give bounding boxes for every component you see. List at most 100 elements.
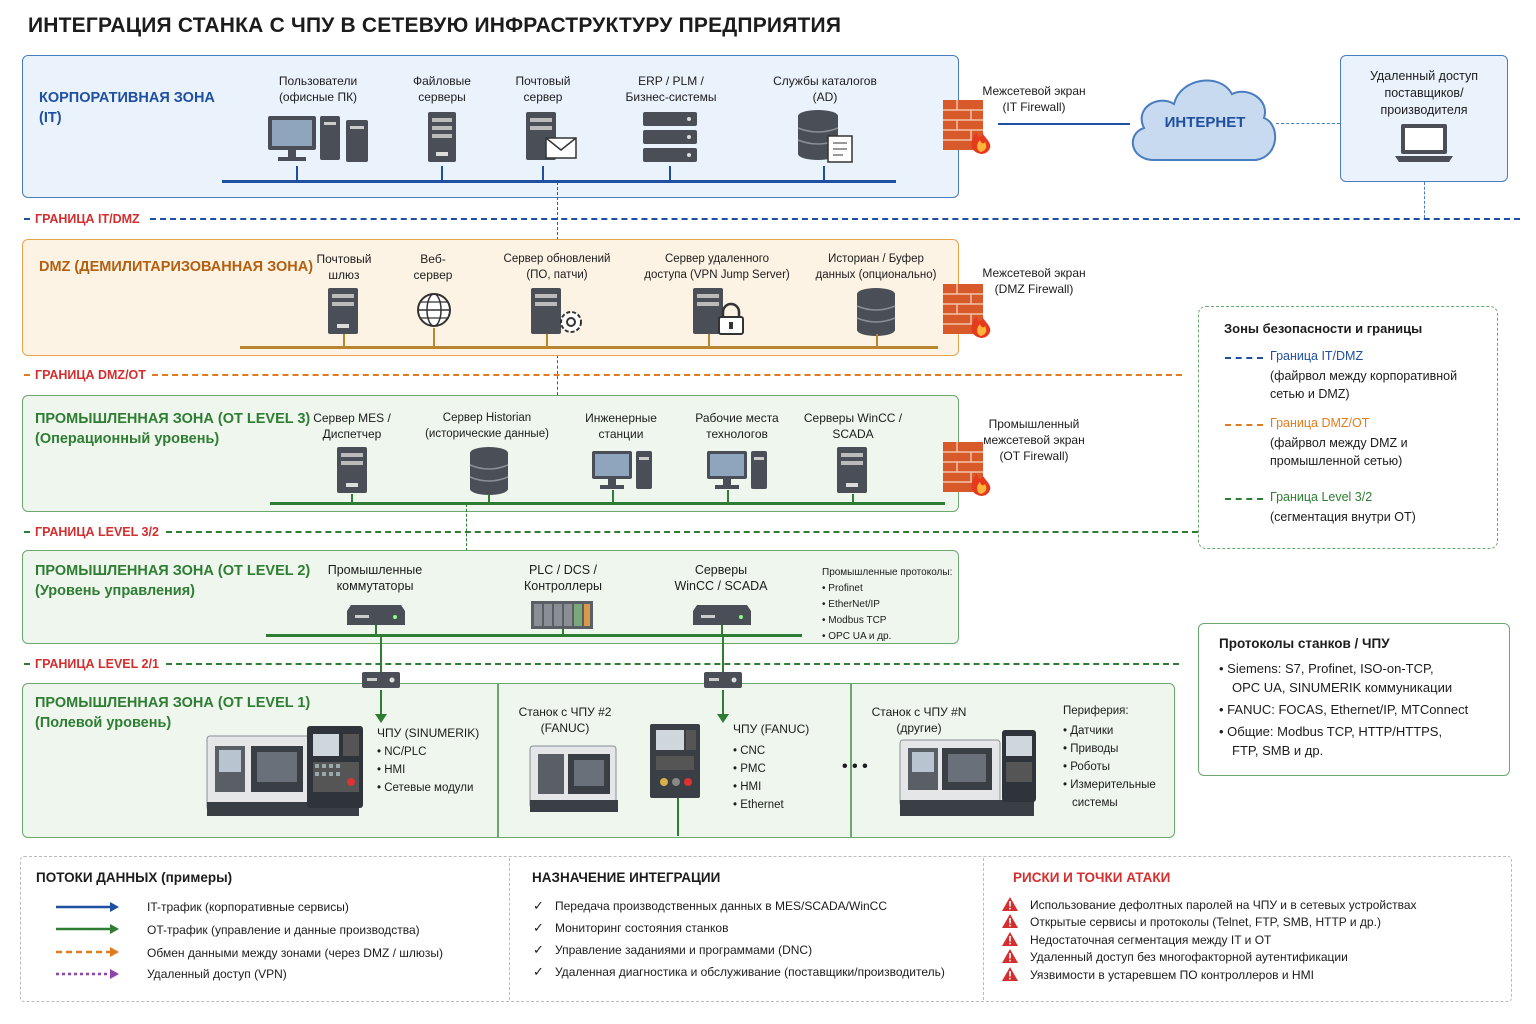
warning-icon: [1002, 949, 1018, 963]
dmz-item-historian-label: Историан / Буфер данных (опционально): [815, 253, 937, 281]
ot-level3-title: ПРОМЫШЛЕННАЯ ЗОНА (OT LEVEL 3) (Операцио…: [35, 411, 311, 447]
technologist-workstation-icon: [707, 451, 767, 489]
l2-protocol-item: OPC UA и др.: [822, 629, 891, 645]
warning-icon: [1002, 932, 1018, 946]
historian-database-icon: [856, 288, 896, 336]
engineering-workstation-icon: [592, 451, 652, 489]
risks-title: РИСКИ И ТОЧКИ АТАКИ: [1013, 870, 1171, 885]
warning-icon: [1002, 914, 1018, 928]
flow-zones-label: Обмен данными между зонами (через DMZ / …: [147, 946, 444, 960]
cnc2-item: CNC: [733, 742, 784, 760]
historian-db-icon: [469, 447, 509, 495]
file-server-icon: [428, 112, 456, 162]
legend-dmz-ot-swatch: [1225, 424, 1263, 426]
ot-level2-zone: [22, 550, 959, 644]
machine2-label: Станок с ЧПУ #2 (FANUC): [518, 705, 612, 735]
l3-item-engineering-label: Инженерные станции: [585, 411, 657, 441]
warning-icon: [1002, 897, 1018, 911]
dmz-zone: [22, 239, 959, 356]
boundary-l32-label: ГРАНИЦА LEVEL 3/2: [35, 525, 159, 539]
bottom-divider: [983, 858, 984, 1000]
legend-it-dmz-desc: (файрвол между корпоративной сетью и DMZ…: [1270, 369, 1458, 401]
corp-item-users-label: Пользователи (офисные ПК): [278, 74, 358, 104]
dmz-drop: [433, 328, 435, 347]
cnc2-list: CNC PMC HMI Ethernet: [733, 742, 784, 814]
web-globe-icon: [417, 293, 451, 327]
legend-it-dmz-head: Граница IT/DMZ: [1270, 349, 1364, 363]
update-server-gear-icon: [531, 288, 582, 334]
vpn-server-lock-icon: [693, 288, 744, 335]
laptop-icon: [1395, 124, 1453, 162]
data-flows-title: ПОТОКИ ДАННЫХ (примеры): [36, 870, 233, 885]
legend-title: Зоны безопасности и границы: [1224, 321, 1423, 336]
it-firewall-label: Межсетевой экран (IT Firewall): [982, 84, 1086, 114]
purpose-check-icon: ✓: [533, 942, 544, 957]
boundary-it-dmz-label: ГРАНИЦА IT/DMZ: [35, 212, 140, 226]
cnc2-title: ЧПУ (FANUC): [733, 722, 810, 736]
boundary-l21-line: [166, 663, 1179, 665]
purpose-check-icon: ✓: [533, 898, 544, 913]
periphery-title: Периферия:: [1063, 705, 1129, 717]
l2-l1-link: [722, 635, 724, 675]
boundary-it-dmz-line: [150, 218, 1520, 220]
corp-item-files-label: Файловые серверы: [413, 74, 471, 104]
purpose-title: НАЗНАЧЕНИЕ ИНТЕГРАЦИИ: [532, 870, 721, 885]
boundary-l21-line: [24, 663, 30, 665]
arrow-down-icon: [717, 690, 729, 723]
bottom-info-panel: [20, 856, 1512, 1002]
l2-protocol-item: Modbus TCP: [822, 613, 891, 629]
dmz-item-update-label: Сервер обновлений (ПО, патчи): [503, 253, 611, 281]
dmz-firewall-icon: [943, 284, 991, 338]
cnc2-item: HMI: [733, 778, 784, 796]
boundary-it-dmz-line: [24, 218, 30, 220]
l2-item-plc-label: PLC / DCS / Контроллеры: [524, 563, 602, 593]
l2-protocol-item: EtherNet/IP: [822, 597, 891, 613]
boundary-dmz-ot-line: [152, 374, 1182, 376]
internet-cloud-icon: [1131, 79, 1277, 161]
legend-it-dmz-swatch: [1225, 357, 1263, 359]
office-pc-icon: [268, 116, 368, 162]
l2-drop: [721, 625, 723, 635]
machine-protocol-item: Общие: Modbus TCP, HTTP/HTTPS, FTP, SMB …: [1219, 722, 1504, 760]
flow-ot-arrow-icon: [56, 924, 119, 934]
l2-drop: [375, 625, 377, 635]
corp-item-ad-label: Службы каталогов (AD): [773, 74, 877, 104]
purpose-check-icon: ✓: [533, 964, 544, 979]
flow-ot-label: OT-трафик (управление и данные производс…: [147, 923, 420, 937]
machineN-label: Станок с ЧПУ #N (другие): [871, 705, 967, 735]
l3-drop: [852, 494, 854, 503]
flow-zones-arrow-icon: [56, 947, 119, 957]
warning-icon: [1002, 967, 1018, 981]
purpose-item: Передача производственных данных в MES/S…: [555, 899, 887, 913]
periphery-item: Приводы: [1063, 740, 1158, 758]
l2-network-bus: [266, 634, 802, 637]
l2-protocols-list: Profinet EtherNet/IP Modbus TCP OPC UA и…: [822, 581, 891, 645]
field-gateway-icon: [704, 672, 742, 688]
purpose-item: Удаленная диагностика и обслуживание (по…: [555, 965, 945, 979]
boundary-dmz-ot-line: [24, 374, 30, 376]
l3-item-historian-label: Сервер Historian (исторические данные): [425, 412, 549, 440]
cnc1-item: NC/PLC: [377, 743, 473, 761]
ot-firewall-label: Промышленный межсетевой экран (OT Firewa…: [983, 417, 1085, 463]
corporate-zone-title: КОРПОРАТИВНАЯ ЗОНА (IT): [39, 90, 215, 126]
cnc-machine-sinumerik-icon: [206, 726, 363, 816]
dmz-drop: [876, 334, 878, 347]
legend-l32-desc: (сегментация внутри OT): [1270, 510, 1416, 524]
field-gateway-icon: [362, 672, 400, 688]
cnc1-title: ЧПУ (SINUMERIK): [377, 726, 480, 740]
purpose-item: Мониторинг состояния станков: [555, 921, 729, 935]
remote-access-drop: [1424, 182, 1425, 218]
l3-item-scada-label: Серверы WinCC / SCADA: [803, 411, 903, 441]
cnc2-item: Ethernet: [733, 796, 783, 814]
cnc-machine-fanuc-icon: [529, 745, 618, 812]
l3-drop: [488, 494, 490, 503]
corp-drop: [542, 166, 544, 181]
flow-it-label: IT-трафик (корпоративные сервисы): [147, 900, 349, 914]
boundary-l21-label: ГРАНИЦА LEVEL 2/1: [35, 657, 159, 671]
purpose-check-icon: ✓: [533, 920, 544, 935]
industrial-switch-icon: [347, 605, 405, 625]
corp-network-bus: [222, 180, 896, 183]
corp-drop: [823, 166, 825, 181]
flow-it-arrow-icon: [56, 902, 119, 912]
legend-l32-swatch: [1225, 498, 1263, 500]
